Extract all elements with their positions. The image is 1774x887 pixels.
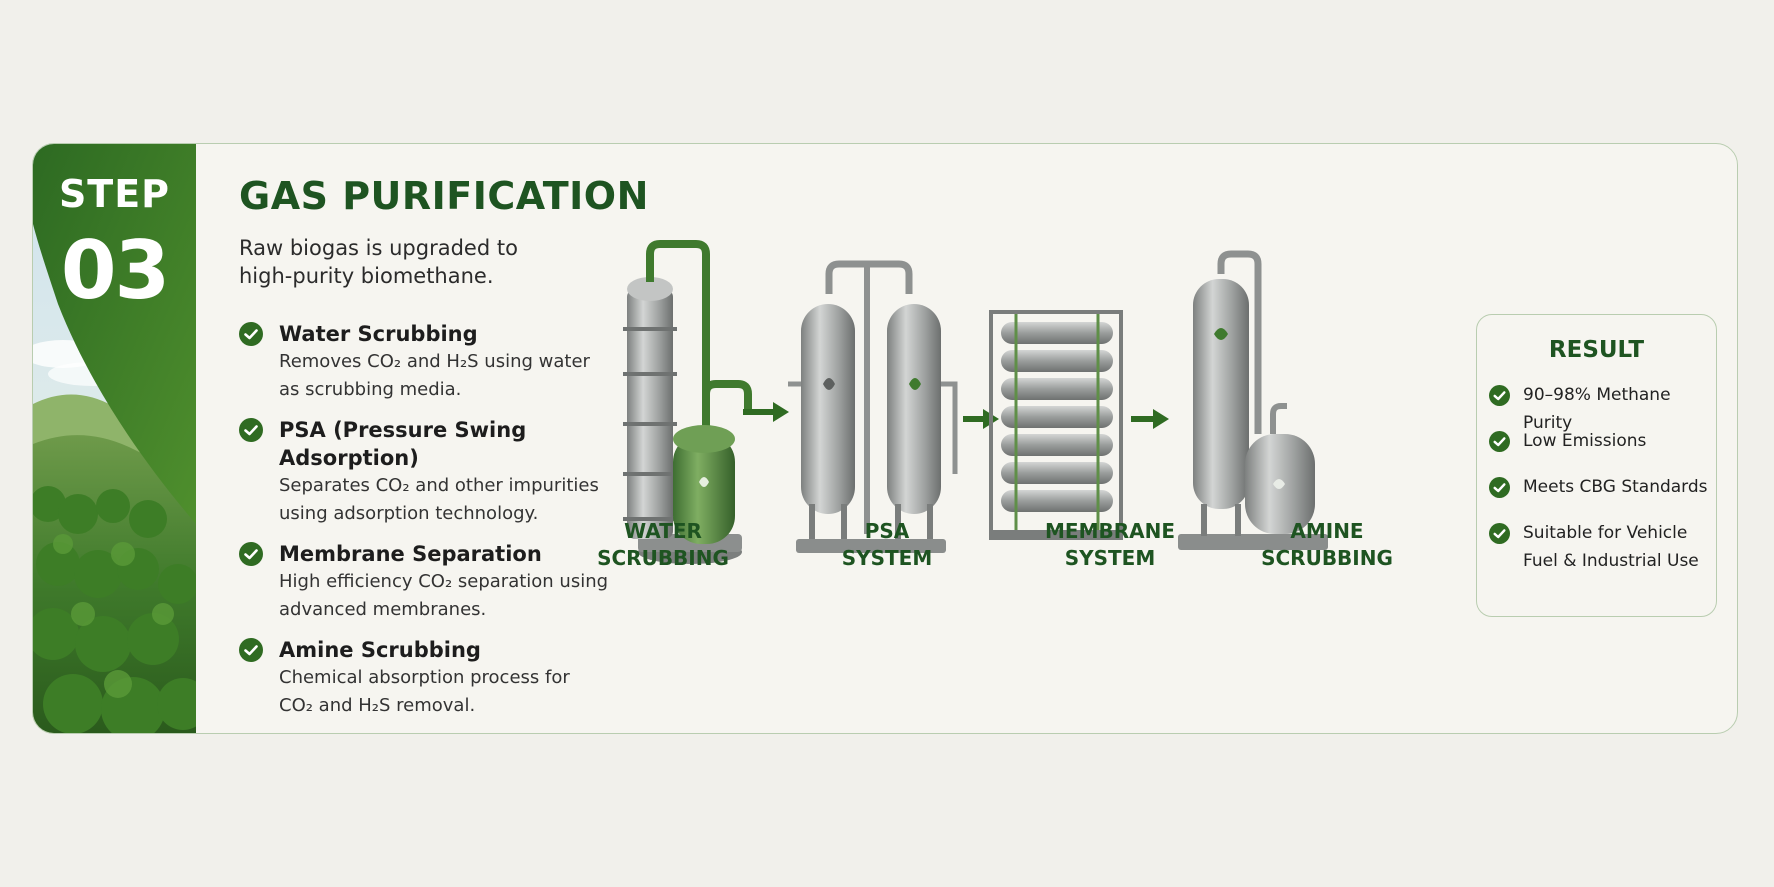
equipment-label-water-scrubbing: WATER SCRUBBING <box>597 519 729 570</box>
method-item: Membrane Separation High efficiency CO₂ … <box>239 540 609 624</box>
result-item: Suitable for Vehicle Fuel & Industrial U… <box>1489 519 1714 575</box>
amine-scrubber-icon <box>1178 250 1328 550</box>
page-title: GAS PURIFICATION <box>239 174 649 218</box>
method-name: PSA (Pressure Swing Adsorption) <box>279 418 527 470</box>
equipment-label-amine-scrubbing: AMINE SCRUBBING <box>1261 519 1393 570</box>
check-icon <box>239 418 263 442</box>
method-description: Separates CO₂ and other impurities using… <box>279 475 599 524</box>
check-icon <box>239 322 263 346</box>
forest-landscape-image <box>33 144 196 733</box>
check-icon <box>1489 477 1510 498</box>
check-icon <box>239 638 263 662</box>
result-item-text: Suitable for Vehicle Fuel & Industrial U… <box>1523 523 1699 571</box>
equipment-illustrations <box>623 240 1328 564</box>
method-name: Water Scrubbing <box>279 322 478 346</box>
method-item: Water Scrubbing Removes CO₂ and H₂S usin… <box>239 320 609 404</box>
check-icon <box>1489 523 1510 544</box>
result-box: RESULT 90–98% Methane Purity Low Emissio… <box>1476 314 1717 617</box>
step-card: STEP 03 GAS PURIFICATION Raw biogas is u… <box>32 143 1738 734</box>
method-name: Amine Scrubbing <box>279 638 481 662</box>
method-name: Membrane Separation <box>279 542 542 566</box>
check-icon <box>1489 431 1510 452</box>
step-sidebar: STEP 03 <box>33 144 196 733</box>
result-item-text: 90–98% Methane Purity <box>1523 385 1671 433</box>
step-number: 03 <box>60 224 170 317</box>
methods-list: Water Scrubbing Removes CO₂ and H₂S usin… <box>239 320 609 732</box>
psa-system-icon <box>788 260 999 553</box>
membrane-system-icon <box>989 310 1169 540</box>
check-icon <box>239 542 263 566</box>
intro-text: Raw biogas is upgraded to high-purity bi… <box>239 236 518 288</box>
result-item: Low Emissions <box>1489 427 1714 455</box>
step-word: STEP <box>58 172 171 216</box>
water-scrubber-icon <box>623 240 789 564</box>
method-description: Removes CO₂ and H₂S using water as scrub… <box>279 351 590 400</box>
result-item: Meets CBG Standards <box>1489 473 1714 501</box>
equipment-label-psa-system: PSA SYSTEM <box>841 519 933 570</box>
result-item: 90–98% Methane Purity <box>1489 381 1714 437</box>
method-description: High efficiency CO₂ separation using adv… <box>279 571 609 620</box>
method-item: PSA (Pressure Swing Adsorption) Separate… <box>239 416 609 528</box>
result-title: RESULT <box>1548 337 1645 363</box>
check-icon <box>1489 385 1510 406</box>
method-item: Amine Scrubbing Chemical absorption proc… <box>239 636 609 720</box>
equipment-label-membrane-system: MEMBRANE SYSTEM <box>1045 519 1175 570</box>
result-item-text: Meets CBG Standards <box>1523 477 1708 497</box>
result-item-text: Low Emissions <box>1523 431 1647 451</box>
method-description: Chemical absorption process for CO₂ and … <box>279 667 570 716</box>
